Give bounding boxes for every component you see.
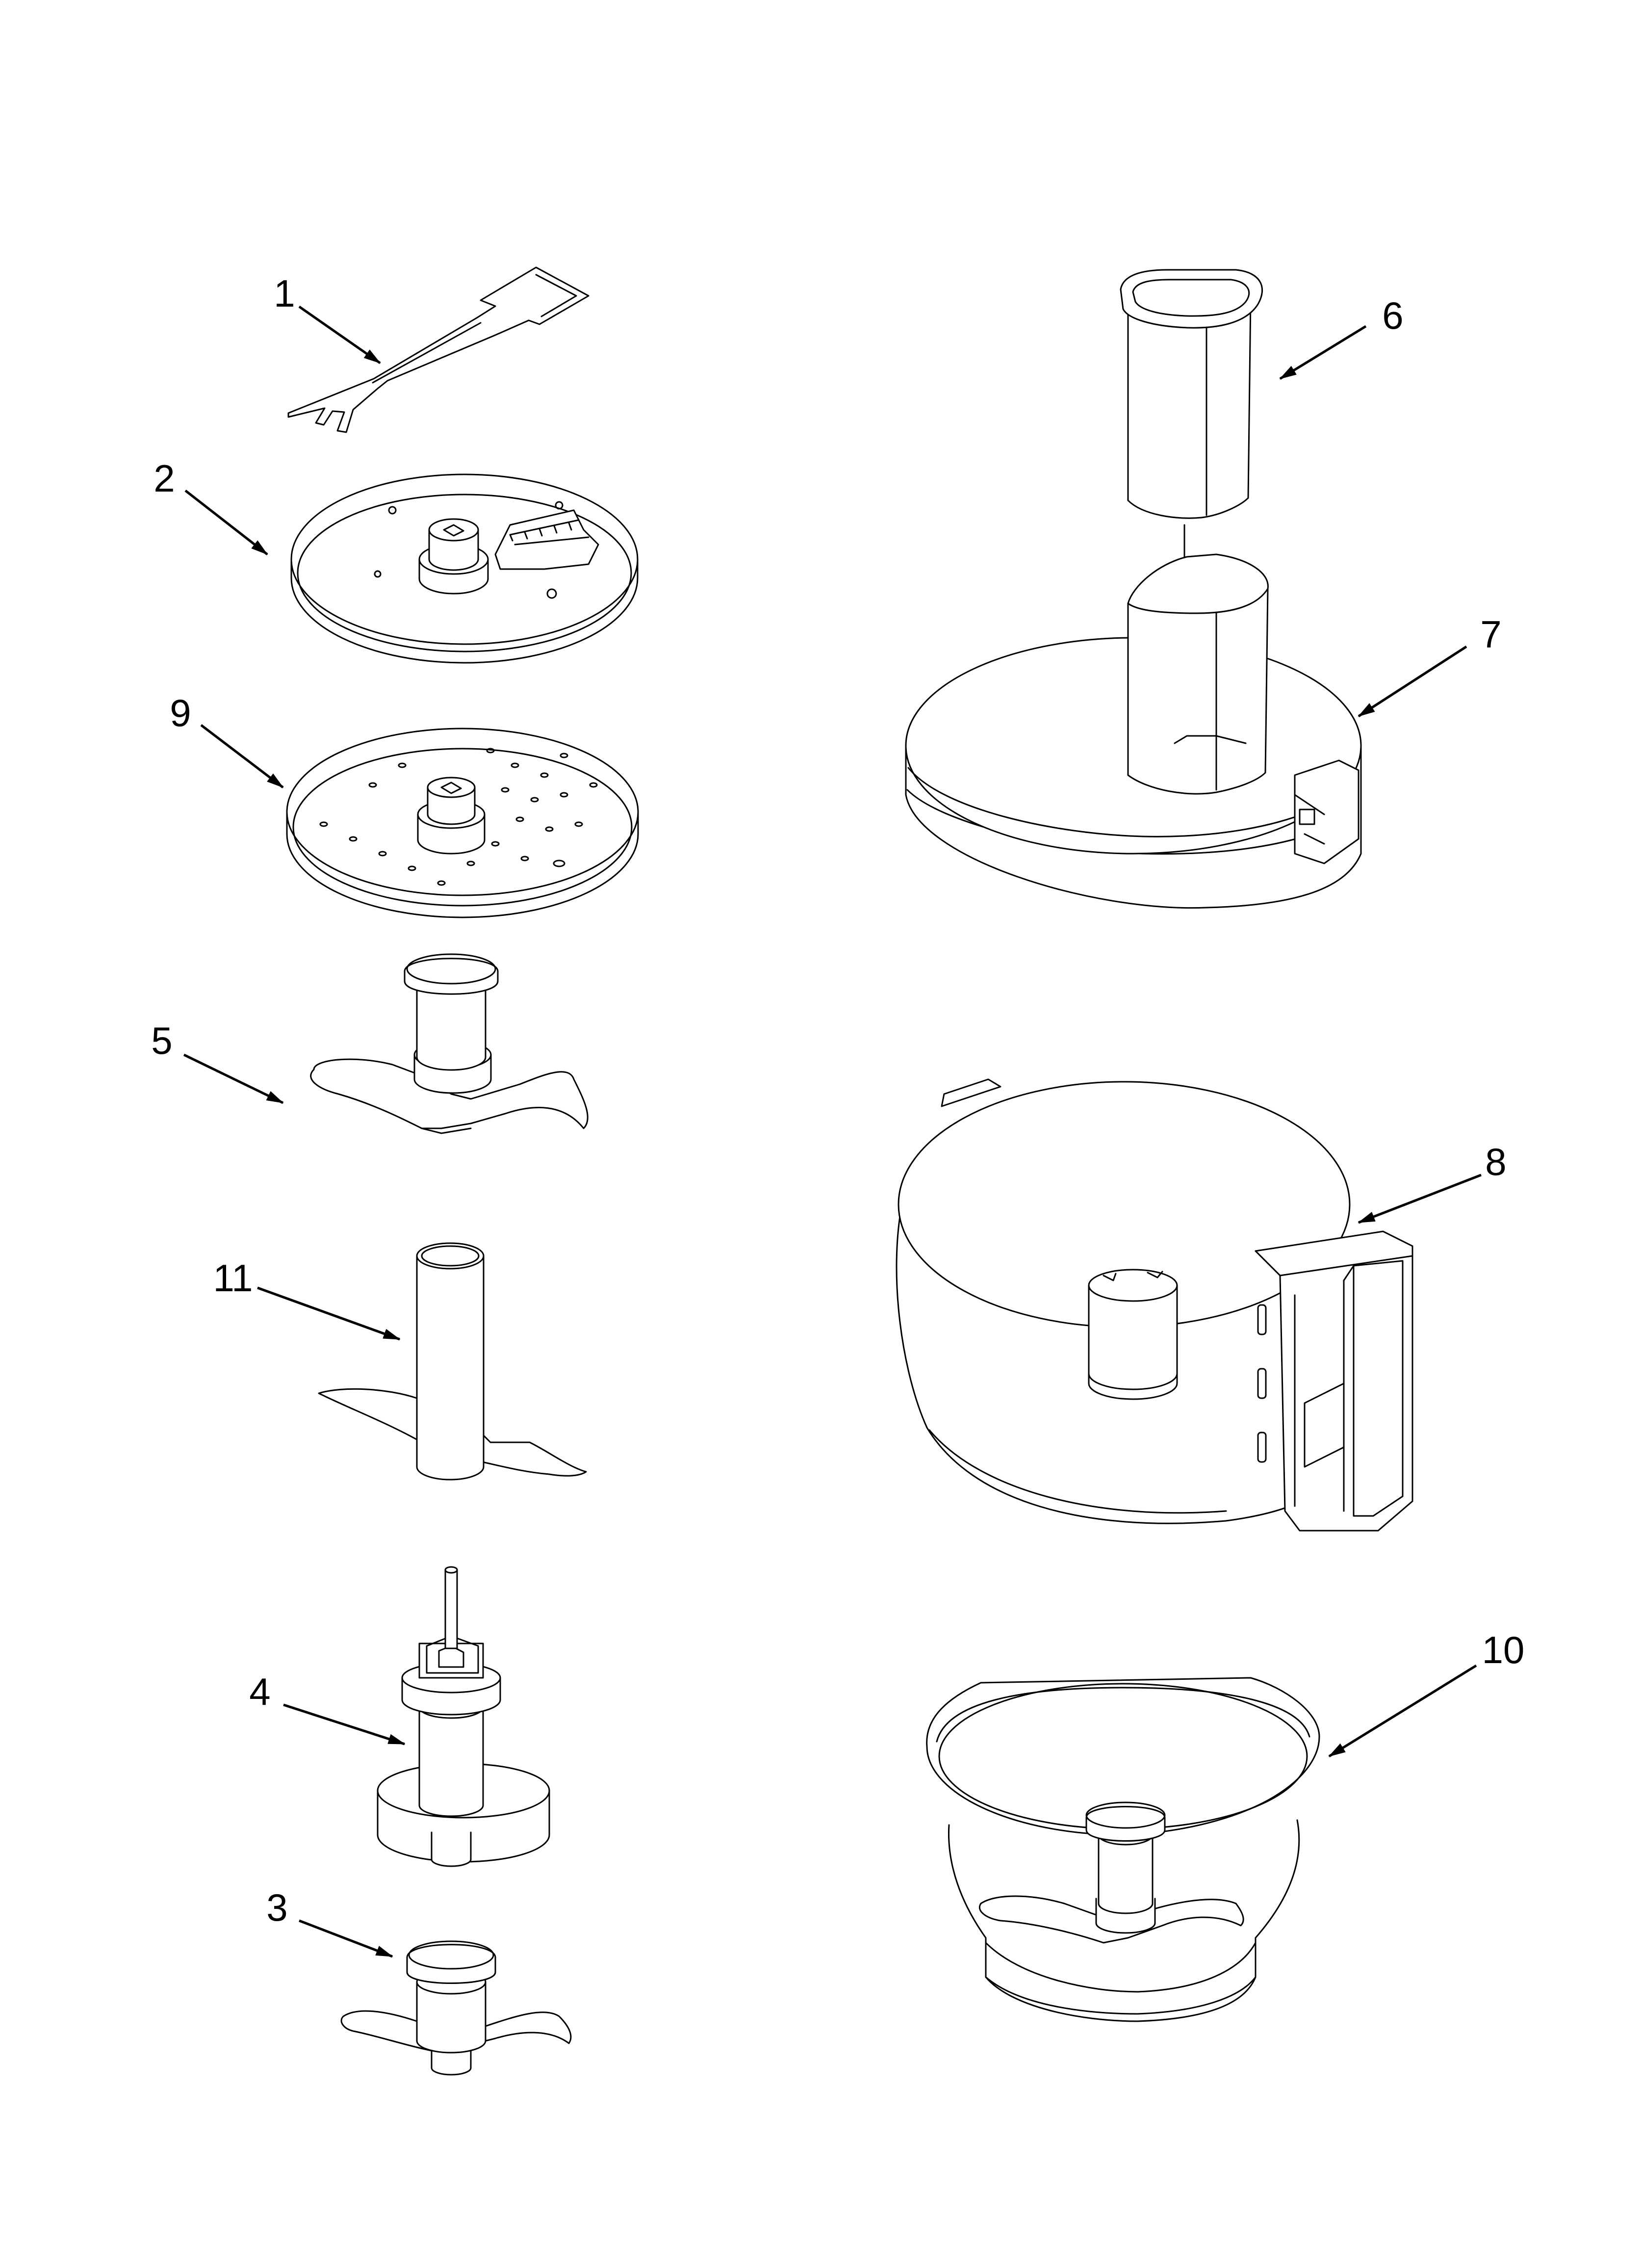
part-1-spatula [287,266,590,433]
leader-9 [200,724,284,788]
part-4-disc-stem [377,1566,550,1867]
part-5-multipurpose-blade [310,953,589,1134]
leader-7 [1358,645,1467,718]
part-7-work-bowl-cover [905,524,1362,909]
leader-2 [184,490,268,555]
callout-label-8: 8 [1485,1140,1506,1183]
part-10-mini-bowl [926,1677,1320,2022]
part-3-mini-blade [340,1940,572,2076]
callout-label-4: 4 [249,1670,270,1713]
leader-10 [1328,1664,1477,1758]
callout-label-10: 10 [1482,1628,1525,1671]
part-2-slicing-disc [290,473,639,664]
leader-6 [1279,325,1367,380]
part-8-work-bowl [896,1078,1413,1532]
callout-label-9: 9 [170,691,191,734]
leader-11 [257,1286,401,1341]
leader-3 [299,1919,393,1958]
part-9-shredding-disc [286,728,639,918]
callout-label-1: 1 [274,272,295,315]
callout-label-3: 3 [266,1886,287,1929]
callout-labels: 1 2 9 5 11 4 3 6 7 8 10 [151,272,1524,1929]
callout-label-2: 2 [154,457,175,500]
callout-label-7: 7 [1480,613,1501,656]
callout-label-11: 11 [213,1256,253,1300]
callout-label-6: 6 [1382,294,1403,337]
leader-4 [283,1703,406,1746]
part-11-tall-chopping-blade [318,1242,587,1481]
callout-leaders [183,305,1482,1958]
callout-label-5: 5 [151,1019,172,1062]
leader-8 [1358,1173,1482,1224]
leader-1 [298,305,381,365]
part-6-food-pusher [1120,269,1263,519]
leader-5 [183,1053,284,1104]
